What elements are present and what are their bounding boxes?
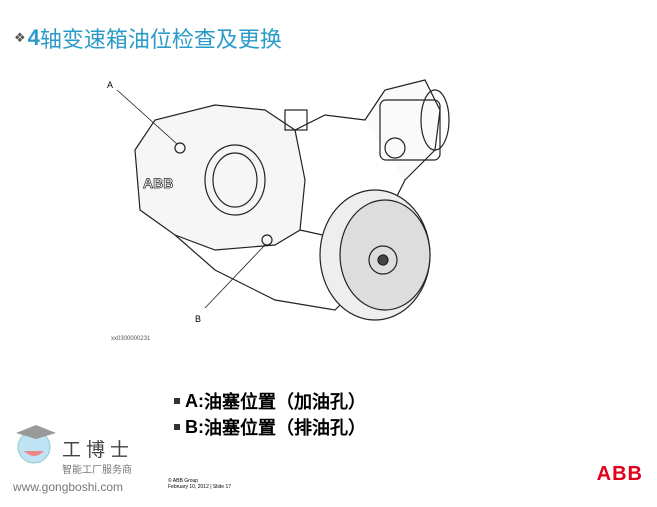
bullet-icon: ❖ [14,30,26,45]
square-bullet-icon [174,398,180,404]
footer-copyright: © ABB Group [168,478,199,484]
watermark-url: www.gongboshi.com [13,480,124,494]
bullet-a: A:油塞位置（加油孔） [174,388,366,414]
label-b: B [195,314,201,324]
watermark-subtitle: 智能工厂服务商 [62,465,132,476]
watermark-brand: 工博士 [62,439,135,461]
bullet-b: B:油塞位置（排油孔） [174,414,366,440]
drawing-abb-logo: ABB [143,175,173,191]
mascot-icon [16,425,56,464]
label-a: A [107,80,113,90]
footer: © ABB Group February 10, 2012 | Slide 17 [168,478,231,490]
watermark: 工博士 智能工厂服务商 www.gongboshi.com [10,423,132,494]
square-bullet-icon [174,424,180,430]
abb-logo: ABB [596,463,643,485]
flange [319,189,431,321]
footer-date: February 10, 2012 | Slide 17 [168,484,232,490]
slide-title: ❖ 4 轴变速箱油位检查及更换 [14,25,282,52]
plug-a [174,142,186,154]
plug-b [261,234,273,246]
gearbox-drawing: A B ABB xx0300000231 [107,79,450,342]
gearbox-body [134,79,450,311]
bore [204,144,266,216]
figure-id: xx0300000231 [111,336,151,342]
